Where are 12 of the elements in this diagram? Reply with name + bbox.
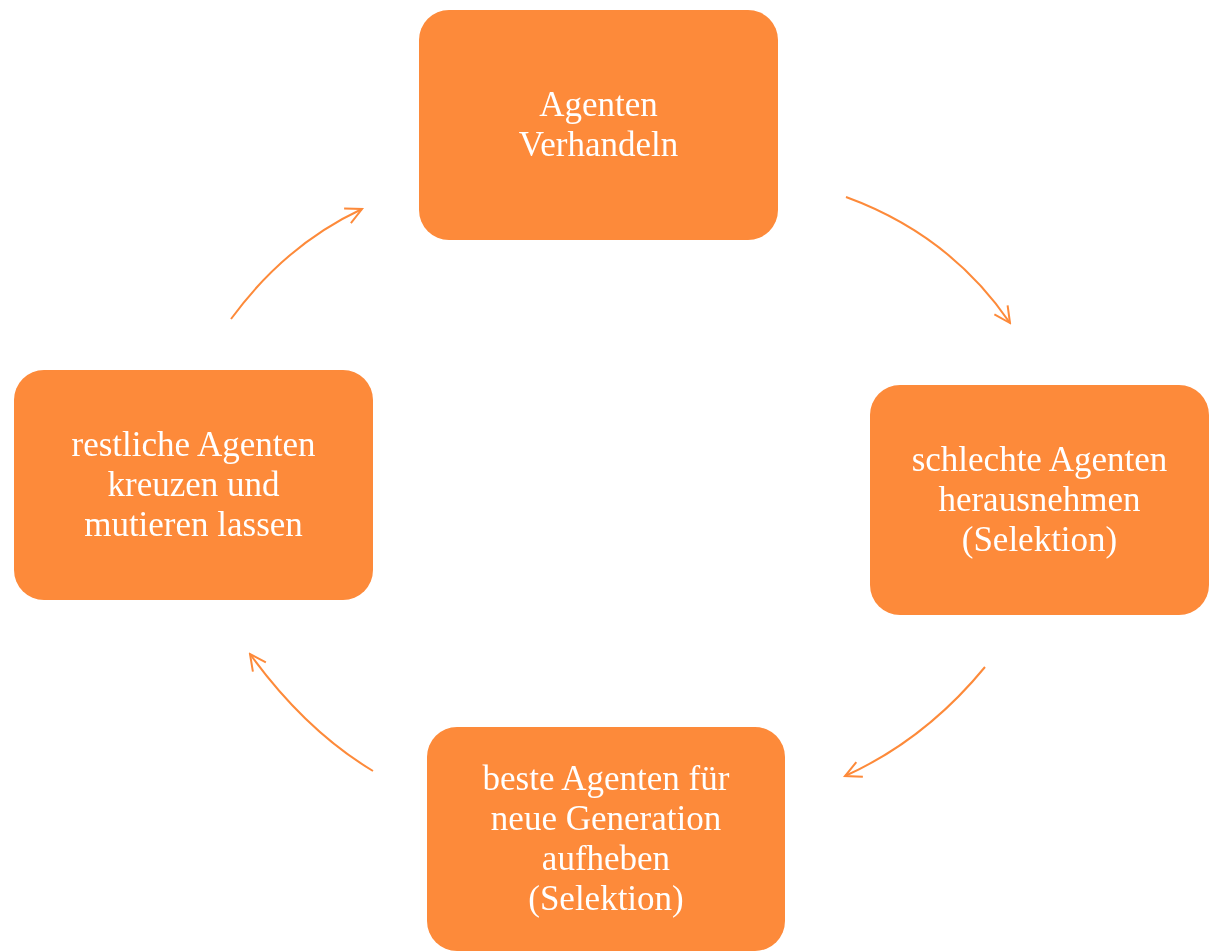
curved-arrow xyxy=(844,666,986,778)
process-box xyxy=(870,385,1209,615)
curved-arrow xyxy=(249,653,374,772)
box-label: beste Agenten für neue Generation aufheben (Selektion) xyxy=(481,759,731,919)
box-label: schlechte Agenten herausnehmen (Selektion) xyxy=(910,440,1169,560)
curved-arrow xyxy=(230,207,363,320)
process-box xyxy=(14,370,373,600)
process-box xyxy=(419,10,778,240)
box-label: Agenten Verhandeln xyxy=(517,85,680,165)
curved-arrow xyxy=(845,196,1011,324)
process-box xyxy=(427,727,785,951)
box-label: restliche Agenten kreuzen und mutieren lassen xyxy=(70,425,317,545)
